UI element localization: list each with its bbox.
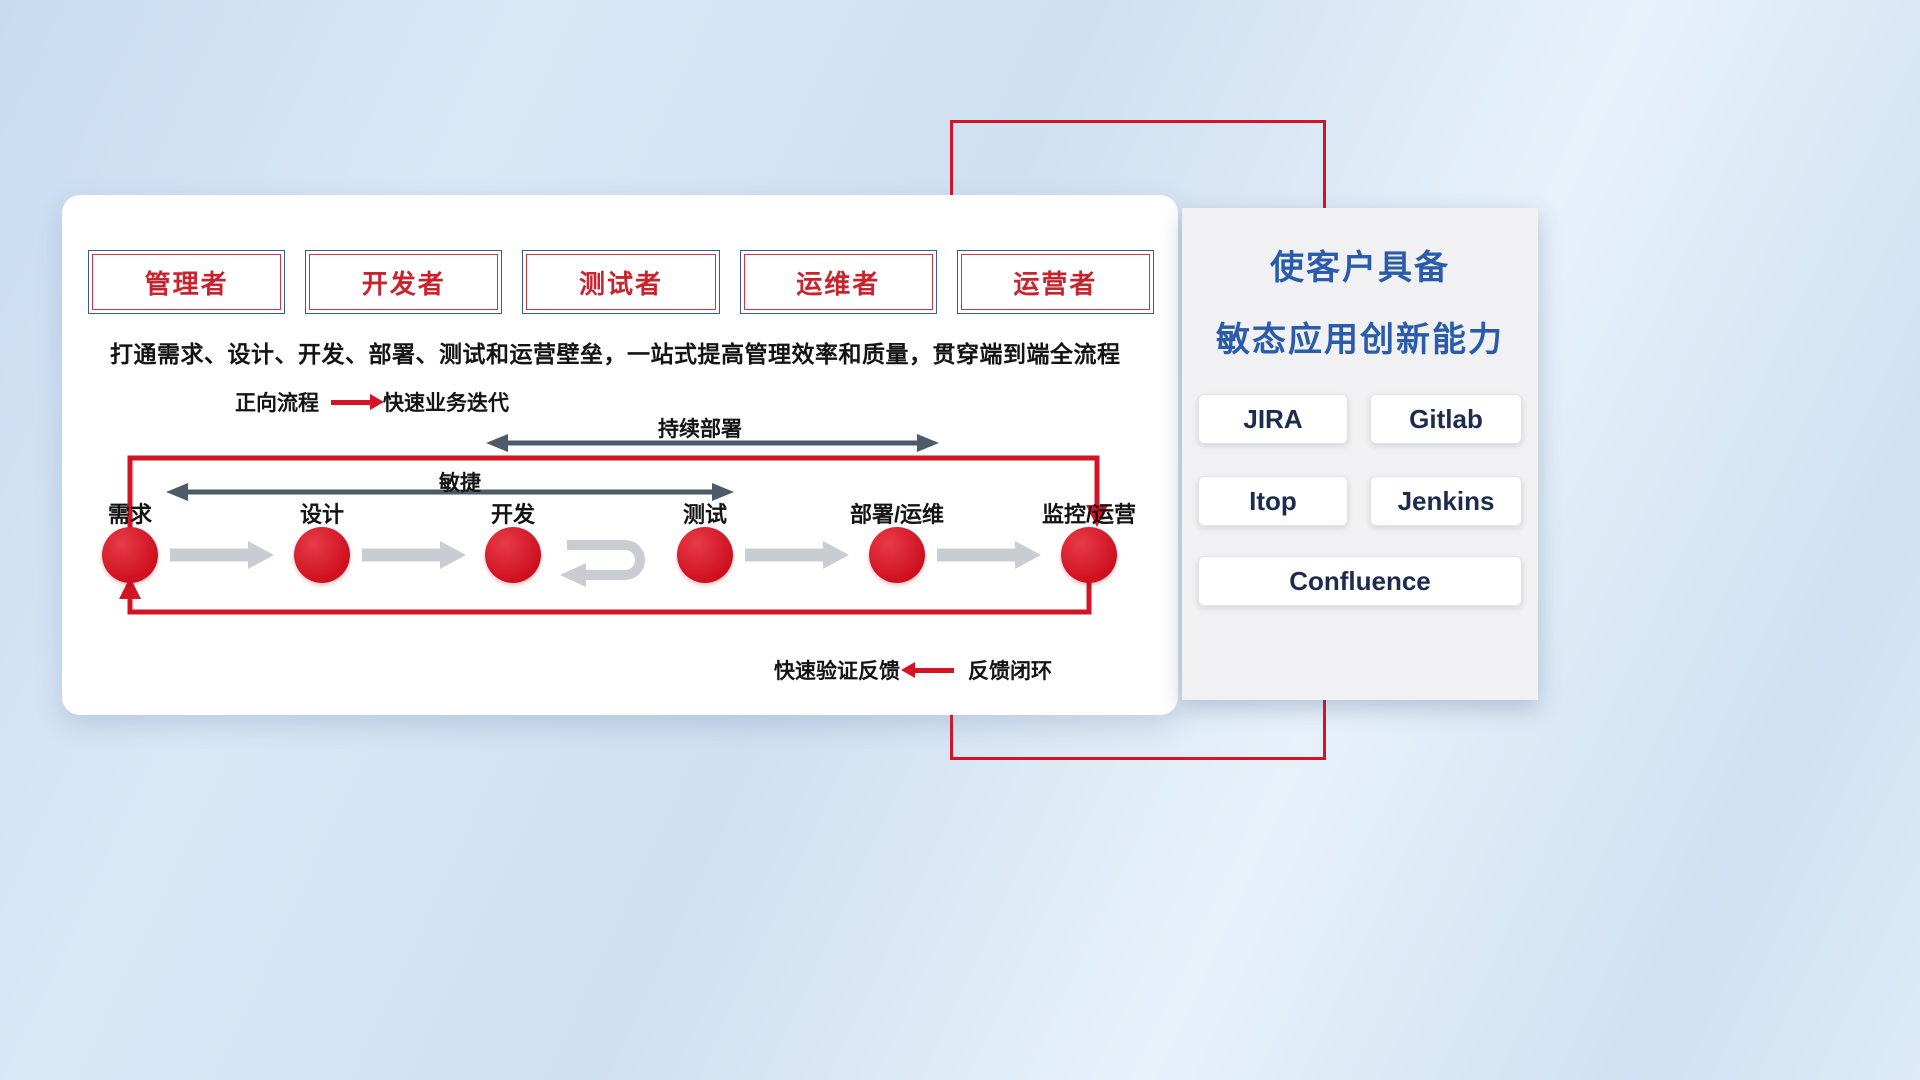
tool-box-confluence: Confluence (1198, 556, 1522, 606)
iteration-loop-arrowhead-icon (560, 563, 586, 587)
cd-arrowhead-right-icon (917, 434, 939, 452)
legend-feedback-label: 快速验证反馈 (774, 660, 900, 683)
role-box-ops: 运维者 (739, 250, 937, 314)
tool-box-jenkins: Jenkins (1370, 476, 1522, 526)
devops-flow-panel: 管理者 开发者 测试者 运维者 运营者 打通需求、设计、开发、部署、测试和运营壁… (62, 195, 1178, 715)
node-circle-testing (677, 527, 733, 583)
role-label-ops: 运维者 (796, 268, 881, 299)
description-text: 打通需求、设计、开发、部署、测试和运营壁垒，一站式提高管理效率和质量，贯穿端到端… (110, 341, 1121, 367)
node-circle-development (485, 527, 541, 583)
node-circle-monitor-operate (1061, 527, 1117, 583)
connector-arrowhead-2-icon (440, 541, 466, 569)
legend-feedback-value: 反馈闭环 (968, 660, 1052, 683)
legend-forward-flow: 正向流程 快速业务迭代 (235, 387, 509, 417)
legend-forward-label: 正向流程 (235, 392, 319, 415)
role-label-manager: 管理者 (144, 268, 229, 299)
agile-span-label: 敏捷 (439, 472, 481, 495)
legend-feedback-loop: 快速验证反馈 反馈闭环 (774, 655, 1052, 685)
node-label-development: 开发 (490, 502, 535, 527)
iteration-loop-icon (567, 540, 645, 580)
node-label-testing: 测试 (682, 502, 727, 527)
tool-box-jira: JIRA (1198, 394, 1348, 444)
cd-span-label: 持续部署 (658, 418, 742, 441)
node-label-deploy-ops: 部署/运维 (849, 502, 945, 527)
feedback-arrow-icon (901, 662, 954, 678)
tool-box-itop: Itop (1198, 476, 1348, 526)
role-label-developer: 开发者 (361, 268, 446, 299)
role-box-developer: 开发者 (305, 250, 503, 314)
tool-box-gitlab: Gitlab (1370, 394, 1522, 444)
role-box-manager: 管理者 (88, 250, 286, 314)
connector-arrowhead-3-icon (823, 541, 849, 569)
capability-title-line2: 敏态应用创新能力 (1216, 321, 1504, 359)
node-label-monitor-operate: 监控/运营 (1041, 502, 1137, 527)
legend-forward-value: 快速业务迭代 (383, 392, 509, 415)
connector-arrowhead-1-icon (248, 541, 274, 569)
cd-arrowhead-left-icon (486, 434, 508, 452)
role-label-operator: 运营者 (1013, 268, 1098, 299)
node-circle-design (294, 527, 350, 583)
role-box-tester: 测试者 (522, 250, 720, 314)
node-circle-requirements (102, 527, 158, 583)
capability-panel: 使客户具备 敏态应用创新能力 JIRA Gitlab Itop Jenkins … (1182, 208, 1538, 700)
role-box-operator: 运营者 (956, 250, 1155, 314)
roles-row: 管理者 开发者 测试者 运维者 运营者 (88, 250, 1155, 314)
feedback-loop-line (127, 581, 1092, 615)
connector-arrowhead-4-icon (1015, 541, 1041, 569)
node-label-requirements: 需求 (107, 502, 152, 527)
forward-arrow-icon (331, 394, 384, 410)
role-label-tester: 测试者 (579, 268, 664, 299)
node-label-design: 设计 (299, 502, 344, 527)
capability-title-line1: 使客户具备 (1270, 249, 1450, 287)
node-circle-deploy-ops (869, 527, 925, 583)
